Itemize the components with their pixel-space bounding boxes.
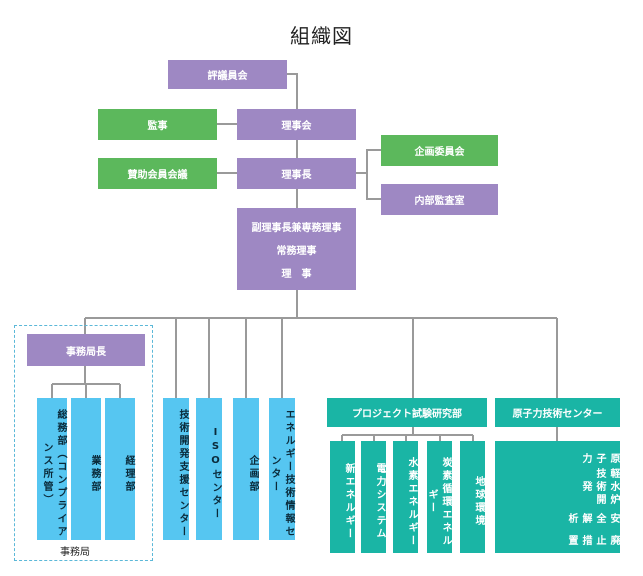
suiso-label: 水素エネルギー [406,456,417,548]
jimukyokucho-box: 事務局長 [27,334,145,366]
suiso-box: 水素エネルギー [393,441,418,553]
jimukyoku-group [14,325,153,561]
kanji-label: 監事 [147,121,168,132]
gijutsu-kaihatsu-box: 技術開発支援センター [163,398,189,540]
sanjo-kaiin-box: 賛助会員会議 [98,158,217,189]
rijicho-box: 理事長 [237,158,356,189]
chikyu-label: 地球環境 [473,476,484,528]
genshiryoku-label: 原子力 [580,453,619,466]
project-lab-box: プロジェクト試験研究部 [327,398,487,427]
hyogiinkai-label: 評議員会 [207,71,248,82]
jomu-riji-label: 常務理事 [276,245,317,257]
shin-energy-label: 新エネルギー [343,463,354,541]
jimukyokucho-label: 事務局長 [66,346,106,358]
keisui-label: 軽水炉技術開発 [580,468,619,508]
kikakubu-label: 企画部 [247,454,258,494]
naibu-kansa-box: 内部監査室 [381,184,498,215]
hyogiinkai-box: 評議員会 [168,60,287,89]
iso-center-label: ISOセンター [210,427,221,521]
shin-energy-box: 新エネルギー [330,441,355,553]
naibu-kansa-label: 内部監査室 [414,196,465,207]
jimukyoku-label: 事務局 [60,547,90,558]
kikaku-iinkai-box: 企画委員会 [381,135,498,166]
genshiryoku-center-label: 原子力技術センター [512,409,603,420]
energy-info-label: エネルギー技術情報センター [269,409,294,539]
iso-center-box: ISOセンター [196,398,222,540]
keiribu-box: 経理部 [105,398,135,540]
anzen-label: 安全解析 [566,512,619,526]
gyomubu-label: 業務部 [89,454,100,494]
keiribu-label: 経理部 [123,454,134,494]
executive-box: 副理事長兼専務理事 常務理事 理 事 [237,208,356,290]
project-lab-label: プロジェクト試験研究部 [352,409,462,420]
rijikai-label: 理事会 [281,121,312,132]
tanso-label: 炭素循環エネルギー [426,456,451,548]
kikaku-iinkai-label: 企画委員会 [414,147,465,158]
energy-info-box: エネルギー技術情報センター [269,398,295,540]
riji-label: 理 事 [281,268,312,280]
gyomubu-box: 業務部 [71,398,101,540]
haishi-label: 廃止措置 [566,535,619,549]
chikyu-box: 地球環境 [460,441,485,553]
rijicho-label: 理事長 [281,170,312,181]
sanjo-kaiin-label: 賛助会員会議 [127,170,188,181]
denryoku-label: 電力システム [374,463,385,541]
genshiryoku-sub-box: 原子力 軽水炉技術開発 安全解析 廃止措置 [495,441,620,553]
somubu-box: 総務部（コンプライアンス所管） [37,398,67,540]
rijikai-box: 理事会 [237,109,356,140]
kanji-box: 監事 [98,109,217,140]
tanso-box: 炭素循環エネルギー [426,441,452,553]
denryoku-box: 電力システム [361,441,386,553]
kikakubu-box: 企画部 [233,398,259,540]
gijutsu-kaihatsu-label: 技術開発支援センター [177,409,188,539]
title: 組織図 [290,24,353,48]
fuku-rijicho-label: 副理事長兼専務理事 [251,222,342,234]
somubu-label: 総務部（コンプライアンス所管） [41,409,66,539]
genshiryoku-center-box: 原子力技術センター [495,398,620,427]
